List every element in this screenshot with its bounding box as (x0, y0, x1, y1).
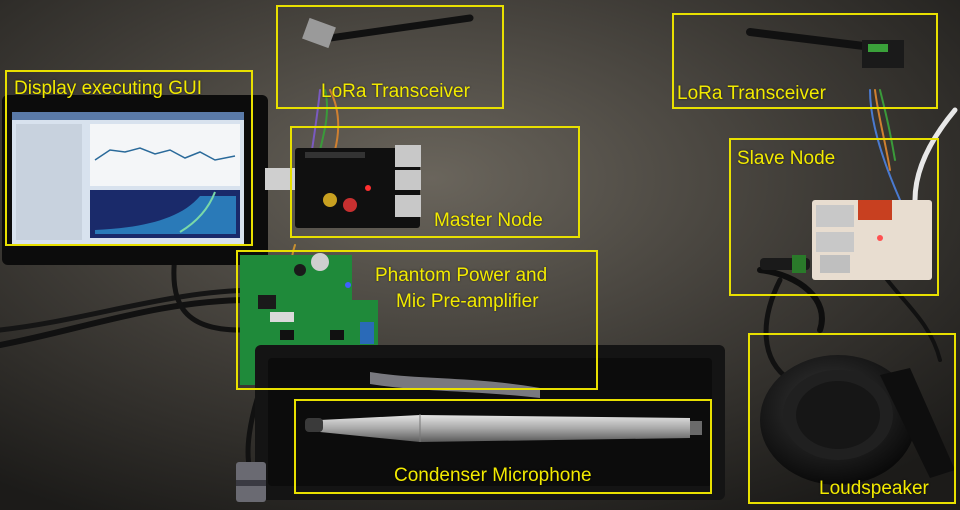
preamp-label-line1: Phantom Power and (375, 265, 548, 286)
ribbon-connector (265, 168, 297, 190)
master-node-board (295, 145, 421, 228)
loudspeaker-box (748, 333, 956, 504)
lora-slave-antenna (746, 28, 904, 68)
xlr-connector (236, 462, 266, 502)
microphone-box (294, 399, 712, 494)
slave-node-box (729, 138, 939, 296)
loudspeaker-label: Loudspeaker (819, 478, 929, 499)
condenser-microphone (305, 414, 702, 442)
preamp-box (236, 250, 598, 390)
display-gui-label: Display executing GUI (14, 78, 202, 99)
lora-slave-label: LoRa Transceiver (677, 83, 826, 104)
preamp-label-line2: Mic Pre-amplifier (396, 291, 539, 312)
lora-slave-box (672, 13, 938, 109)
slave-node-label: Slave Node (737, 148, 836, 169)
master-node-label: Master Node (434, 210, 543, 231)
lora-master-label: LoRa Transceiver (321, 81, 470, 102)
loudspeaker-device (760, 355, 955, 485)
slave-node-board (760, 200, 932, 280)
cables (0, 89, 958, 473)
display-device (2, 95, 268, 265)
master-node-box (290, 126, 580, 238)
display-gui-box (5, 70, 253, 246)
lora-master-box (276, 5, 504, 109)
microphone-label: Condenser Microphone (394, 465, 592, 486)
lora-master-antenna (302, 14, 474, 49)
